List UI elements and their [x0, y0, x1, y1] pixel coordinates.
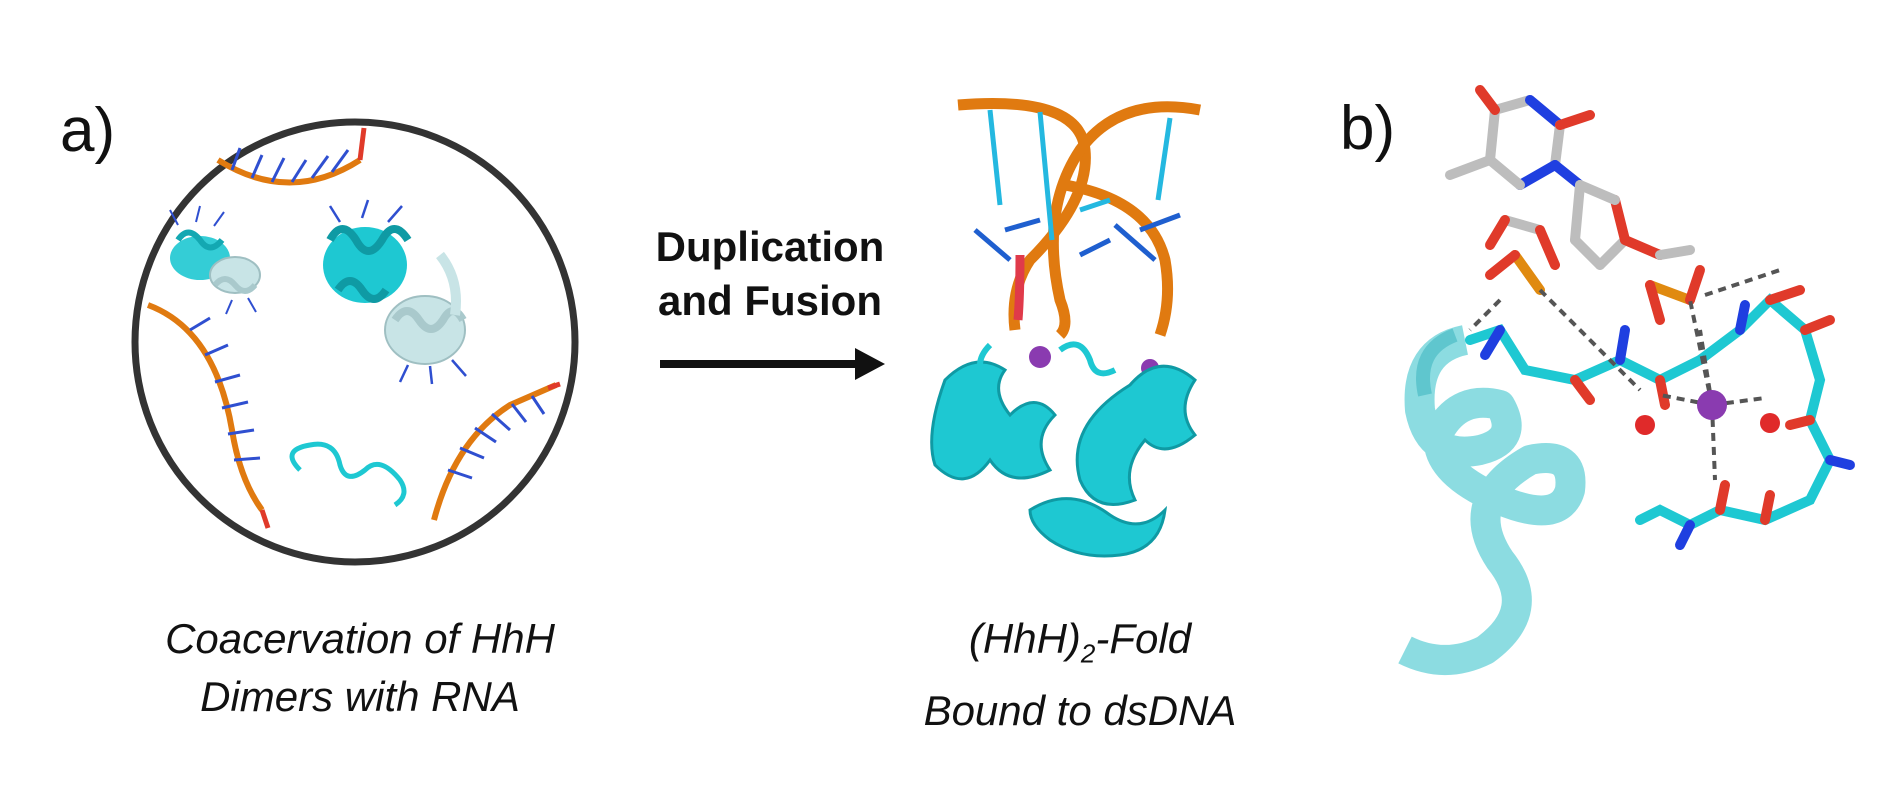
unfolded-chain [289, 441, 407, 508]
arrow-label-line1: Duplication [655, 223, 885, 270]
process-arrow [660, 348, 885, 380]
binding-site-structure [1398, 85, 1855, 675]
rna-strand-left [146, 302, 271, 529]
metal-ion [1697, 390, 1727, 420]
panel-label-a: a) [60, 96, 116, 165]
caption-hhh2-fold-line1: (HhH)2-Fold [800, 610, 1360, 682]
coacervate-droplet [131, 118, 579, 566]
panel-label-b: b) [1340, 94, 1396, 163]
hhh2-fold-structure [930, 97, 1202, 558]
protein-ribbon [930, 360, 1198, 558]
rna-strand-top [216, 127, 367, 186]
coordination-bonds [1468, 268, 1781, 481]
dna-base-pairs [987, 109, 1173, 241]
arrow-label: Duplication and Fusion [620, 220, 920, 328]
caption-hhh2-fold-line2: Bound to dsDNA [923, 687, 1237, 735]
arrow-label-line2: and Fusion [658, 277, 882, 324]
water-molecule [1635, 415, 1655, 435]
caption-hhh2-fold: (HhH)2-Fold Bound to dsDNA [800, 610, 1360, 740]
caption-coacervation-line1: Coacervation of HhH [165, 615, 555, 662]
hhh-dimer-small [169, 205, 261, 315]
water-molecule [1760, 413, 1780, 433]
caption-coacervation-line2: Dimers with RNA [200, 673, 520, 720]
nucleotide-sticks [1445, 85, 1695, 270]
metal-ion [1029, 346, 1051, 368]
caption-fold-prefix: (HhH) [968, 615, 1081, 662]
caption-fold-subscript: 2 [1080, 638, 1096, 669]
rna-strand-right [431, 381, 561, 521]
caption-coacervation: Coacervation of HhH Dimers with RNA [80, 610, 640, 726]
caption-fold-suffix: -Fold [1095, 615, 1192, 662]
hhh-dimer-large [323, 199, 467, 385]
